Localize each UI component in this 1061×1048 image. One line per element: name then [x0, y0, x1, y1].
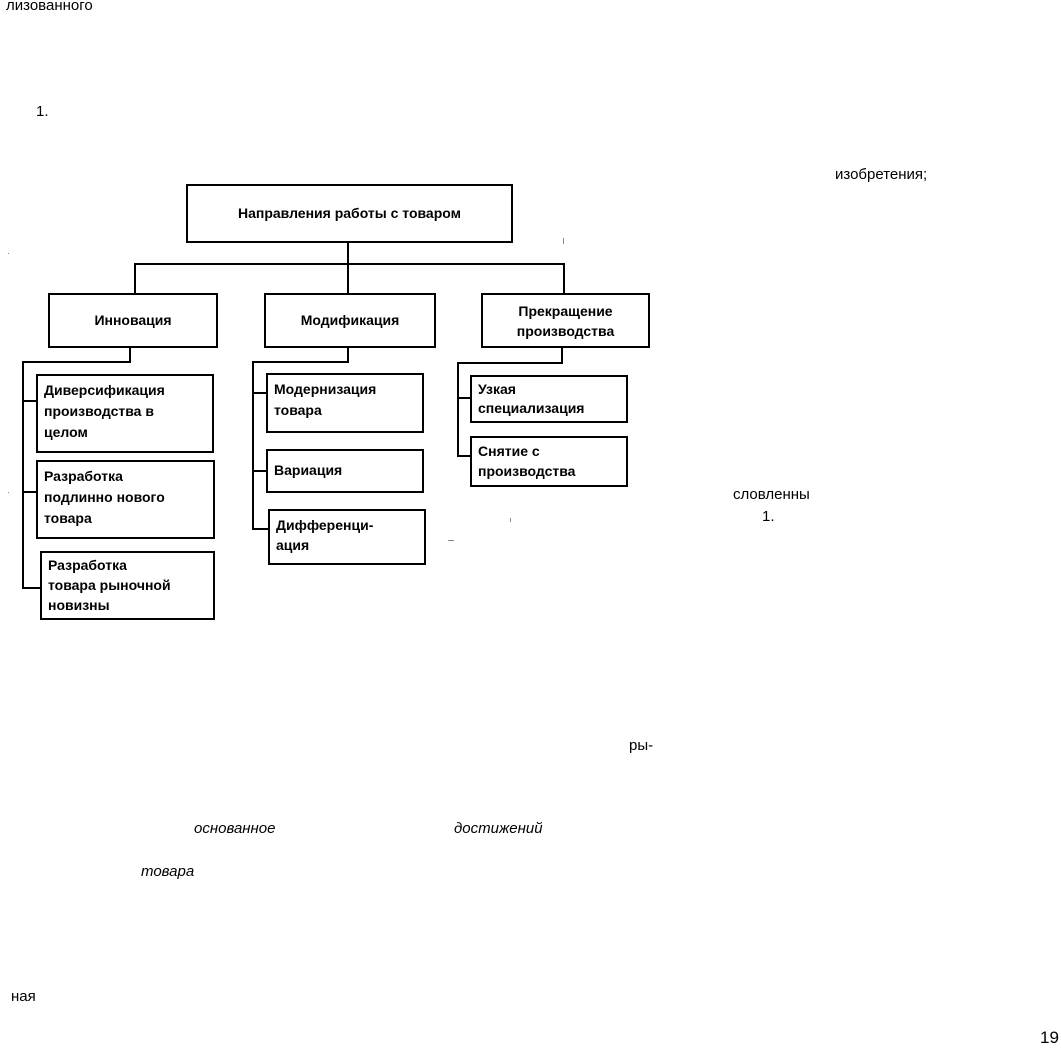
termination-tick-1 [457, 397, 471, 399]
title-line: производства [516, 322, 615, 339]
modification-connector-down [347, 348, 349, 362]
scan-speck [8, 253, 9, 254]
termination-item-specialization: Узкая специализация [470, 375, 628, 423]
modification-item-modernization: Модернизация товара [266, 373, 424, 433]
termination-tick-2 [457, 455, 471, 457]
list-number-right: 1. [762, 508, 775, 525]
item-line: целом [44, 424, 88, 440]
scan-speck [8, 492, 9, 493]
modification-tick-2 [252, 470, 266, 472]
item-line: товара рыночной [48, 577, 171, 593]
scan-speck [510, 518, 511, 522]
item-line: производства [478, 463, 576, 479]
item-line: новизны [48, 597, 110, 613]
innovation-tick-2 [22, 491, 36, 493]
title-line: Прекращение [518, 302, 613, 319]
text-fragment-bottom-left: ная [11, 988, 36, 1005]
modification-connector-horizontal [252, 361, 349, 363]
text-fragment-top-left: лизованного [6, 0, 93, 14]
innovation-item-market-novelty: Разработка товара рыночной новизны [40, 551, 215, 620]
item-line: товара [274, 402, 322, 418]
scan-speck [563, 238, 564, 244]
item-line: ация [276, 537, 310, 553]
text-fragment-ry: ры- [629, 737, 654, 754]
text-fragment-dostizheniy: достижений [454, 820, 543, 837]
item-line: Диверсификация [44, 382, 165, 398]
innovation-connector-horizontal [22, 361, 131, 363]
item-line: товара [44, 510, 92, 526]
branch-innovation-box: Инновация [48, 293, 218, 348]
text-fragment-right-middle: словленны [733, 486, 810, 503]
text-fragment-tovara: товара [141, 863, 195, 880]
item-line: Вариация [274, 462, 343, 478]
item-line: Снятие с [478, 443, 540, 459]
item-line: Модернизация [274, 381, 377, 397]
termination-connector-horizontal [457, 362, 563, 364]
branch-termination-box: Прекращение производства [481, 293, 650, 348]
innovation-item-diversification: Диверсификация производства в целом [36, 374, 214, 453]
branch-modification-box: Модификация [264, 293, 436, 348]
item-line: Узкая [478, 381, 516, 397]
innovation-tick-1 [22, 400, 36, 402]
item-line: подлинно нового [44, 489, 165, 505]
text-fragment-osnovannoe: основанное [194, 820, 276, 837]
branch-modification-label: Модификация [300, 312, 400, 328]
innovation-spine [22, 361, 24, 589]
termination-spine [457, 362, 459, 456]
text-fragment-right-top: изобретения; [835, 166, 928, 183]
modification-tick-3 [252, 528, 268, 530]
list-number: 1. [36, 103, 49, 120]
modification-item-differentiation: Дифференци- ация [268, 509, 426, 565]
branch-innovation-label: Инновация [94, 312, 172, 328]
connector-to-innovation [134, 263, 136, 293]
page-number: 19 [1040, 1028, 1059, 1047]
innovation-item-new-product: Разработка подлинно нового товара [36, 460, 215, 539]
termination-item-discontinue: Снятие с производства [470, 436, 628, 487]
connector-to-modification [347, 263, 349, 293]
root-connector-horizontal [134, 263, 565, 265]
item-line: специализация [478, 400, 585, 416]
scan-speck [448, 540, 454, 541]
item-line: Разработка [48, 557, 127, 573]
innovation-connector-down [129, 348, 131, 362]
innovation-tick-3 [22, 587, 41, 589]
termination-connector-down [561, 348, 563, 363]
modification-item-variation: Вариация [266, 449, 424, 493]
item-line: Разработка [44, 468, 123, 484]
branch-termination-label: Прекращение производства [517, 301, 614, 341]
modification-tick-1 [252, 392, 266, 394]
item-line: производства в [44, 403, 154, 419]
diagram-root-box: Направления работы с товаром [186, 184, 513, 243]
modification-spine [252, 361, 254, 530]
diagram-root-label: Направления работы с товаром [237, 205, 461, 221]
connector-to-termination [563, 263, 565, 293]
item-line: Дифференци- [276, 517, 374, 533]
root-connector-vertical [347, 243, 349, 264]
